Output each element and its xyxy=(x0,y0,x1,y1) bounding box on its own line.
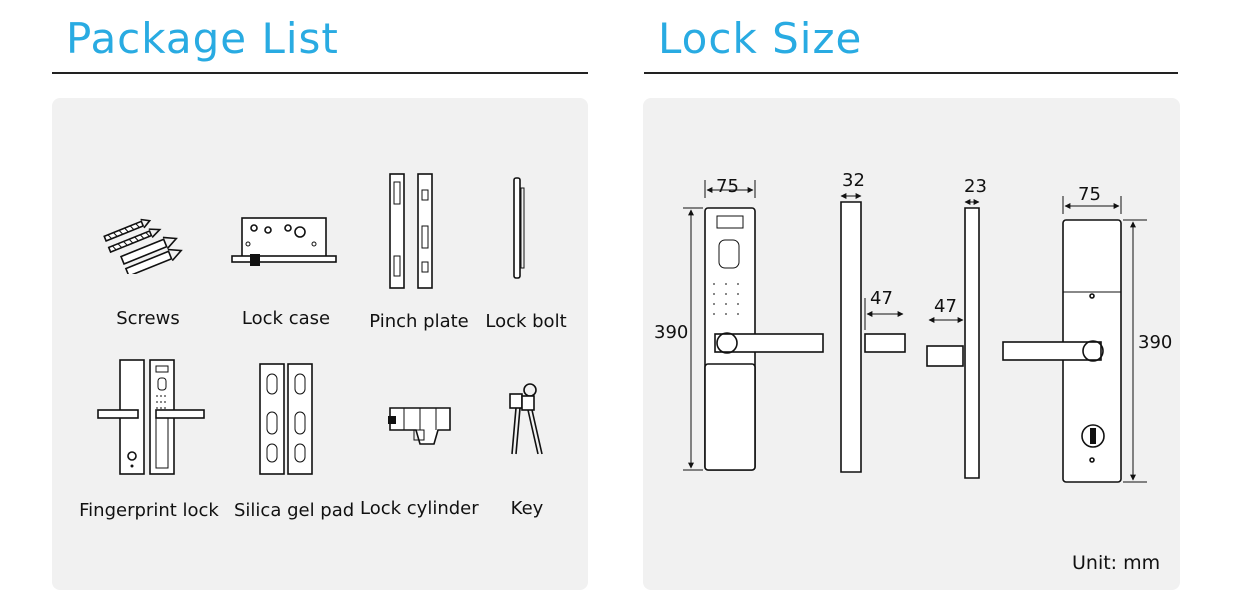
package-list-title: Package List xyxy=(66,14,339,63)
dim-back-height: 390 xyxy=(1138,332,1173,353)
key-icon xyxy=(509,383,543,455)
dim-front-width: 75 xyxy=(716,176,739,197)
item-caption-lock-cylinder: Lock cylinder xyxy=(360,498,479,519)
dim-front-height: 390 xyxy=(654,322,689,343)
silica-gel-pad-icon xyxy=(259,363,313,475)
item-caption-pinch-plate: Pinch plate xyxy=(369,311,469,332)
lock-size-drawing xyxy=(683,180,1147,483)
lock-size-divider xyxy=(644,72,1178,74)
item-caption-lock-case: Lock case xyxy=(241,308,331,329)
dim-handle-projection-front: 47 xyxy=(870,288,893,309)
item-caption-key: Key xyxy=(510,498,544,519)
item-caption-silica-gel-pad: Silica gel pad xyxy=(234,500,355,521)
front-view xyxy=(683,180,824,471)
item-caption-fingerprint-lock: Fingerprint lock xyxy=(79,500,219,521)
front-side-view xyxy=(840,193,906,473)
back-view xyxy=(1002,196,1147,483)
lock-size-title: Lock Size xyxy=(658,14,863,63)
unit-label: Unit: mm xyxy=(1072,552,1161,574)
lock-cylinder-icon xyxy=(388,407,451,445)
package-list-panel xyxy=(52,98,588,590)
pinch-plate-icon xyxy=(389,173,433,289)
fingerprint-lock-icon xyxy=(97,359,205,475)
screws-icon xyxy=(103,218,183,274)
item-caption-screws: Screws xyxy=(116,308,180,329)
dim-side-depth-front: 32 xyxy=(842,170,865,191)
dim-handle-projection-back: 47 xyxy=(934,296,957,317)
back-side-view xyxy=(926,199,980,479)
package-list-divider xyxy=(52,72,588,74)
item-caption-lock-bolt: Lock bolt xyxy=(485,311,567,332)
lock-case-icon xyxy=(231,217,337,266)
dim-side-depth-back: 23 xyxy=(964,176,987,197)
lock-bolt-icon xyxy=(513,177,525,279)
dim-back-width: 75 xyxy=(1078,184,1101,205)
